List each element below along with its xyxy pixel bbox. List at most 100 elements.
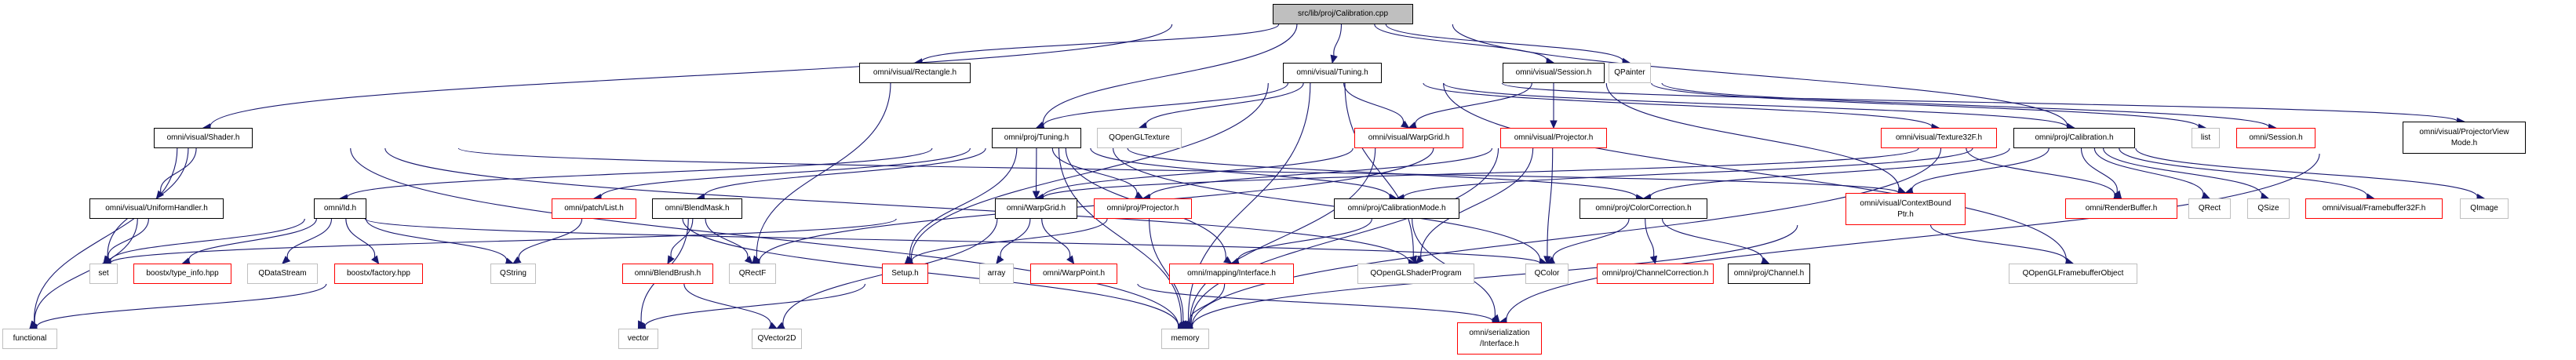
edge-patchlist-to-qstring	[518, 218, 583, 260]
edge-ptuning-to-calibmode	[1090, 147, 1390, 198]
edge-pvmode-to-seriface	[1506, 153, 2320, 322]
edge-id-to-set	[110, 218, 305, 263]
arrowhead-colorcorr-to-qcolor	[1546, 256, 1556, 264]
edge-vtuning-to-vwarpgrid	[1343, 82, 1404, 125]
edge-id-to-typeinfo	[188, 218, 317, 262]
node-visual-rectangle[interactable]: omni/visual/Rectangle.h	[859, 63, 971, 83]
edge-ptuning-to-id	[346, 147, 933, 198]
arrowhead-id-to-factory	[371, 255, 380, 264]
node-render-buffer: omni/RenderBuffer.h	[2065, 198, 2177, 219]
edge-colorcorr-to-channel	[1661, 218, 1763, 261]
edge-pcalib-to-ctxbound	[1911, 147, 2050, 191]
node-proj-projector: omni/proj/Projector.h	[1094, 198, 1192, 219]
node-functional: functional	[2, 329, 57, 349]
node-visual-tuning[interactable]: omni/visual/Tuning.h	[1283, 63, 1382, 83]
node-root-calibration-cpp[interactable]: src/lib/proj/Calibration.cpp	[1273, 4, 1413, 24]
node-visual-shader[interactable]: omni/visual/Shader.h	[154, 128, 253, 148]
node-mapping-interface: omni/mapping/Interface.h	[1169, 264, 1294, 284]
edge-root-to-shader	[210, 24, 1173, 128]
node-proj-color-correction[interactable]: omni/proj/ColorCorrection.h	[1579, 198, 1707, 219]
edge-root-to-vtuning	[1333, 24, 1343, 56]
edge-ptuning-to-colorcorr	[1127, 147, 1638, 198]
edge-shader-to-uniform	[160, 147, 197, 194]
node-qimage: QImage	[2460, 198, 2509, 219]
node-blendmask[interactable]: omni/BlendMask.h	[652, 198, 742, 219]
edge-vwarpgrid-to-memory	[1190, 147, 1376, 324]
node-omni-id[interactable]: omni/Id.h	[314, 198, 366, 219]
edge-vprojector-to-qglshader	[1420, 147, 1534, 259]
edge-shader-to-ctxbound	[457, 147, 1900, 194]
edge-colorcorr-to-chancorr	[1645, 218, 1655, 257]
node-qopenglshaderprogram: QOpenGLShaderProgram	[1357, 264, 1474, 284]
edge-vtuning-to-ptuning	[1043, 82, 1288, 127]
edge-vprojector-to-pprojector	[1149, 147, 1493, 198]
edge-blendmask-to-qrectf	[705, 218, 749, 259]
edge-mapiface-to-memory	[1189, 283, 1226, 324]
arrowhead-blendmask-to-qrectf	[744, 255, 753, 264]
edge-pcalib-to-colorcorr	[1649, 147, 2010, 198]
edge-ptuning-to-qcolor	[1113, 147, 1541, 262]
edge-ptuning-to-memory	[1058, 147, 1182, 323]
edge-vsession-to-osession	[1661, 82, 2270, 128]
edge-pcalib-to-qsize	[2103, 147, 2262, 197]
node-warppoint: omni/WarpPoint.h	[1030, 264, 1117, 284]
edge-uniform-to-functional	[34, 218, 138, 324]
arrowhead-vprojector-to-qcolor	[1543, 256, 1551, 265]
node-qrect: QRect	[2188, 198, 2231, 219]
node-qvector2d: QVector2D	[752, 329, 802, 349]
edge-blendbrush-to-qvector2d	[683, 283, 771, 326]
node-qsize: QSize	[2247, 198, 2290, 219]
node-qopengltexture: QOpenGLTexture	[1097, 128, 1182, 148]
node-visual-uniform-handler[interactable]: omni/visual/UniformHandler.h	[89, 198, 224, 219]
node-proj-tuning[interactable]: omni/proj/Tuning.h	[992, 128, 1081, 148]
edge-root-to-vsession	[1374, 24, 1547, 62]
edge-id-to-factory	[345, 218, 376, 258]
arrowhead-vtuning-to-vwarpgrid	[1400, 120, 1410, 129]
node-visual-warpgrid: omni/visual/WarpGrid.h	[1354, 128, 1463, 148]
node-omni-session: omni/Session.h	[2236, 128, 2315, 148]
edge-calibmode-to-mapiface	[1237, 218, 1372, 262]
edge-colorcorr-to-qcolor	[1552, 218, 1630, 260]
edge-ctxbound-to-memory	[1191, 224, 1798, 328]
edge-vtuning-to-qglfbo	[1443, 82, 2067, 262]
edge-pcalib-to-qrect	[2093, 147, 2204, 196]
edge-texture32f-to-renderbuf	[1966, 147, 2115, 197]
node-proj-calibration-h[interactable]: omni/proj/Calibration.h	[2013, 128, 2135, 148]
arrowhead-vsession-to-vprojector	[1550, 120, 1558, 129]
edge-blendmask-to-blendbrush	[670, 218, 694, 258]
arrowhead-pcalib-to-renderbuf	[2113, 190, 2122, 199]
edge-uniform-to-qcolor	[364, 218, 1541, 264]
node-visual-context-bound-ptr: omni/visual/ContextBound Ptr.h	[1845, 193, 1966, 225]
node-proj-calibration-mode[interactable]: omni/proj/CalibrationMode.h	[1334, 198, 1459, 219]
node-qpainter: QPainter	[1609, 63, 1651, 83]
edge-ptuning-to-blendmask	[703, 147, 986, 198]
node-memory: memory	[1161, 329, 1209, 349]
node-visual-session[interactable]: omni/visual/Session.h	[1503, 63, 1605, 83]
edge-vsession-to-ctxbound	[1605, 82, 1900, 191]
node-boostx-factory: boostx/factory.hpp	[334, 264, 423, 284]
node-proj-channel-correction: omni/proj/ChannelCorrection.h	[1597, 264, 1714, 284]
arrowhead-pprojector-to-memory	[1179, 320, 1187, 330]
edge-vtuning-to-qglshader	[1344, 82, 1414, 257]
node-visual-projector-view-mode[interactable]: omni/visual/ProjectorView Mode.h	[2403, 122, 2526, 154]
node-omni-warpgrid[interactable]: omni/WarpGrid.h	[995, 198, 1077, 219]
node-array: array	[979, 264, 1014, 284]
node-proj-channel[interactable]: omni/proj/Channel.h	[1728, 264, 1810, 284]
edge-uniform-to-set	[107, 218, 149, 259]
arrowhead-vprojector-to-qglshader	[1415, 255, 1424, 264]
edge-warpgrid-to-array	[1000, 218, 1031, 258]
node-qcolor: QColor	[1525, 264, 1569, 284]
edge-shader-to-memory	[350, 147, 1179, 328]
edge-vprojector-to-memory	[1190, 147, 1499, 325]
edge-root-to-qpainter	[1385, 24, 1623, 63]
arrowhead-patchlist-to-qstring	[512, 256, 522, 264]
edge-pcalib-to-warpgrid	[1042, 147, 1919, 198]
edge-id-to-qdatastream	[286, 218, 333, 260]
node-patch-list: omni/patch/List.h	[552, 198, 636, 219]
node-qstring: QString	[490, 264, 536, 284]
arrowhead-warpgrid-to-array	[996, 255, 1004, 264]
arrowhead-warpgrid-to-warppoint	[1066, 255, 1075, 265]
edge-warppoint-to-seriface	[1137, 283, 1493, 322]
edge-pcalib-to-qimage	[2135, 147, 2478, 198]
arrowhead-blendmask-to-vector	[637, 320, 645, 330]
